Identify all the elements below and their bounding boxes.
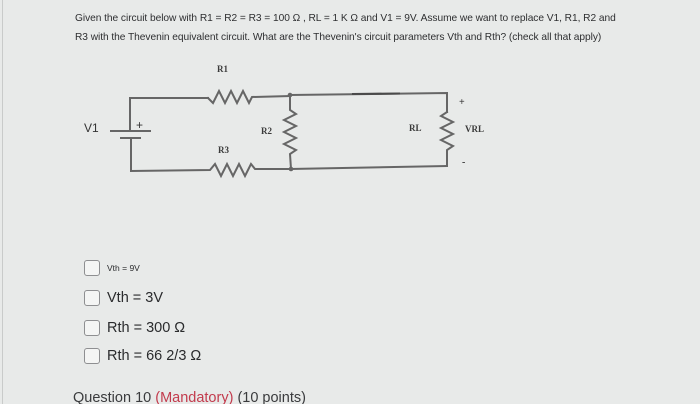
label-r3: R3 bbox=[218, 145, 229, 155]
resistor-r3 bbox=[130, 137, 292, 179]
option-label: Rth = 66 2/3 Ω bbox=[107, 348, 202, 364]
node-top-r2 bbox=[287, 92, 293, 98]
label-r2: R2 bbox=[261, 126, 272, 136]
checkbox[interactable] bbox=[84, 290, 100, 306]
wire-highlight bbox=[351, 92, 401, 95]
label-v1: V1 bbox=[84, 121, 99, 135]
question-line-1: Given the circuit below with R1 = R2 = R… bbox=[75, 13, 616, 24]
next-question-number: Question 10 bbox=[73, 390, 152, 404]
wire-bottom-right bbox=[289, 164, 449, 171]
option-label: Vth = 9V bbox=[107, 263, 140, 273]
label-rl: RL bbox=[409, 123, 422, 133]
next-question-heading: Question 10 (Mandatory) (10 points) bbox=[0, 388, 700, 404]
question-text: Given the circuit below with R1 = R2 = R… bbox=[75, 9, 616, 47]
label-battery-plus: + bbox=[136, 118, 143, 132]
wire-left-top bbox=[129, 97, 209, 132]
label-load-minus: - bbox=[462, 157, 465, 168]
points-label: (10 points) bbox=[237, 390, 306, 404]
checkbox[interactable] bbox=[84, 320, 100, 336]
label-vrl: VRL bbox=[465, 124, 484, 134]
wire-top-right bbox=[288, 91, 448, 113]
page-edge-divider bbox=[2, 0, 3, 404]
resistor-r2 bbox=[281, 94, 299, 171]
checkbox[interactable] bbox=[84, 348, 100, 364]
option-rth-66-2-3[interactable]: Rth = 66 2/3 Ω bbox=[84, 348, 201, 364]
option-vth-3v[interactable]: Vth = 3V bbox=[84, 290, 163, 306]
option-label: Vth = 3V bbox=[107, 290, 164, 306]
option-rth-300[interactable]: Rth = 300 Ω bbox=[84, 320, 185, 336]
resistor-r1 bbox=[206, 88, 292, 106]
question-line-2: R3 with the Thevenin equivalent circuit.… bbox=[75, 32, 602, 43]
option-label: Rth = 300 Ω bbox=[107, 320, 186, 336]
circuit-diagram: V1 + R1 R2 R3 RL VRL + - bbox=[84, 64, 484, 179]
label-load-plus: + bbox=[459, 97, 465, 108]
option-vth-9v[interactable]: Vth = 9V bbox=[84, 260, 140, 276]
mandatory-tag: (Mandatory) bbox=[155, 390, 234, 404]
checkbox[interactable] bbox=[84, 260, 100, 276]
node-bottom-r2 bbox=[288, 166, 294, 172]
resistor-rl bbox=[438, 110, 456, 167]
label-r1: R1 bbox=[217, 64, 228, 74]
